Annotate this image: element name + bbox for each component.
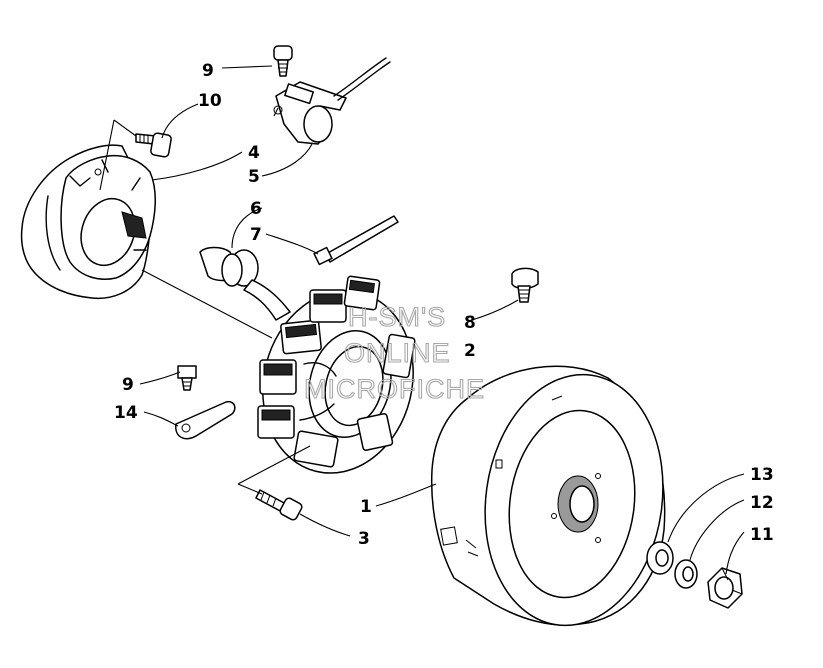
callout-10: 10: [198, 91, 222, 111]
callout-12: 12: [750, 493, 774, 513]
watermark-line-1: H-SM'S: [348, 302, 446, 332]
stator-plate: [20, 144, 157, 300]
callout-6: 6: [250, 199, 262, 219]
callout-5: 5: [248, 167, 260, 187]
watermark-line-3: MICROFICHE: [304, 374, 485, 404]
callout-8: 8: [464, 313, 476, 333]
leader-lines: [99, 65, 745, 575]
watermark: H-SM'S ONLINE MICROFICHE: [303, 301, 485, 404]
screw-10: [135, 132, 172, 158]
callout-9-top: 9: [202, 61, 214, 81]
callout-4: 4: [248, 143, 260, 163]
washer-13: [646, 541, 674, 575]
screw-3: [255, 489, 303, 521]
cable-tie: [313, 215, 399, 266]
callout-2: 2: [464, 341, 476, 361]
screw-9-top: [273, 45, 293, 77]
callout-14: 14: [114, 403, 138, 423]
washer-12: [674, 559, 698, 589]
watermark-line-2: ONLINE: [344, 338, 451, 368]
callout-11: 11: [750, 525, 774, 545]
screw-8: [511, 267, 539, 303]
callout-9-lower: 9: [122, 375, 134, 395]
pickup-coil: [273, 57, 391, 145]
stator: [257, 275, 416, 474]
nut-11: [707, 567, 743, 609]
flywheel: [430, 365, 666, 627]
callout-13: 13: [750, 465, 774, 485]
grommet: [199, 246, 291, 321]
callout-3: 3: [358, 529, 370, 549]
ground-tab: [175, 400, 236, 440]
callout-7: 7: [250, 225, 262, 245]
screw-9-lower: [177, 365, 197, 391]
callout-1: 1: [360, 497, 372, 517]
callout-labels: 9 10 4 5 6 7 8 2 9 14 1 3 13 12 11: [114, 61, 774, 549]
